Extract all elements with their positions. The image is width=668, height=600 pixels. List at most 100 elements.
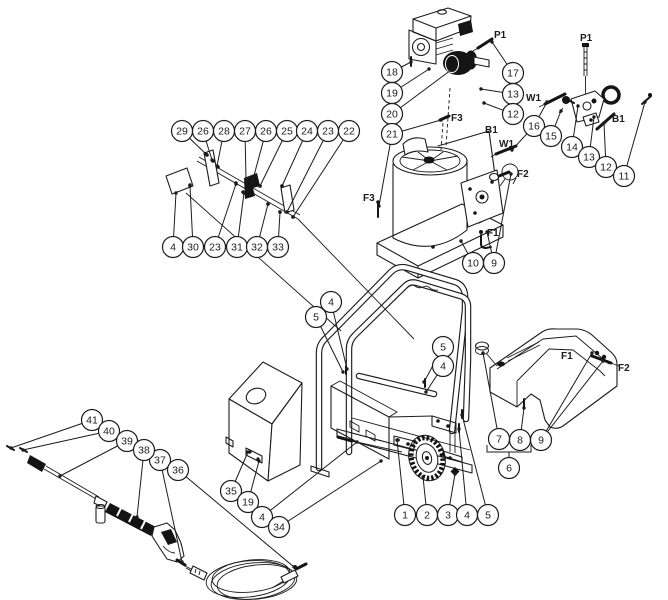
fastener-label: F3 — [451, 113, 463, 124]
callout-circle — [337, 119, 361, 143]
leader-line — [391, 69, 452, 115]
fuel-cap-icon — [436, 9, 448, 15]
leader-line — [540, 352, 593, 441]
callout-number: 28 — [218, 126, 230, 138]
callout-19: 19 — [380, 81, 404, 105]
callout-number: 4 — [464, 510, 470, 522]
callout-20: 20 — [380, 102, 404, 126]
cap-nut — [450, 467, 460, 476]
fastener-dot — [345, 367, 349, 371]
callout-number: 13 — [507, 89, 519, 101]
high-pressure-hose — [184, 559, 308, 600]
fastener-label: W1 — [526, 93, 541, 104]
axle-bolt — [336, 435, 354, 443]
trigger — [162, 545, 176, 554]
fastener-dot — [135, 515, 139, 519]
callout-number: 23 — [322, 126, 334, 138]
callout-circle — [539, 124, 563, 148]
callout-circle — [203, 235, 227, 259]
fastener-dot — [215, 164, 219, 168]
callout-number: 27 — [239, 126, 251, 138]
tank-fitting — [590, 354, 613, 365]
callout-circle — [522, 114, 546, 138]
callout-number: 16 — [528, 121, 540, 133]
callout-12: 12 — [501, 102, 525, 126]
fastener-dot — [291, 215, 295, 219]
callout-circle — [431, 354, 455, 378]
hose-loop — [601, 85, 621, 105]
callout-number: 30 — [187, 242, 199, 254]
callout-1: 1 — [393, 503, 417, 527]
callout-3: 3 — [436, 503, 460, 527]
callout-number: 37 — [154, 455, 166, 467]
callout-number: 38 — [138, 445, 150, 457]
fastener-dot — [522, 406, 526, 410]
fastener-dot — [449, 68, 453, 72]
fastener-dot — [601, 359, 605, 363]
bolt-11 — [641, 95, 652, 105]
fastener-dot — [424, 390, 428, 394]
leader-line — [482, 352, 500, 440]
callout-circle — [612, 164, 636, 188]
callout-6: 6 — [497, 456, 521, 480]
callout-32: 32 — [245, 235, 269, 259]
callout-10: 10 — [461, 251, 485, 275]
hose-fitting — [294, 562, 308, 571]
callout-4: 4 — [319, 290, 343, 314]
callout-7: 7 — [487, 427, 511, 451]
callout-circle — [304, 305, 328, 329]
callout-23: 23 — [203, 235, 227, 259]
callout-number: 2 — [424, 510, 430, 522]
callout-number: 14 — [566, 142, 578, 154]
fastener-dot — [379, 459, 383, 463]
callout-number: 29 — [176, 126, 188, 138]
callout-25: 25 — [275, 119, 299, 143]
callout-number: 41 — [86, 415, 98, 427]
fastener-dot — [285, 210, 289, 214]
callout-13: 13 — [501, 82, 525, 106]
base-rails — [336, 428, 473, 474]
fastener-dot — [188, 184, 192, 188]
callout-circle — [115, 429, 139, 453]
right-bracket — [431, 415, 457, 434]
fastener-dot — [280, 184, 284, 188]
callout-number: 9 — [538, 435, 544, 447]
callout-circle — [236, 490, 260, 514]
fastener-dot — [481, 351, 485, 355]
leader-line — [278, 460, 382, 528]
callout-circle — [97, 419, 121, 443]
fastener-dot — [250, 181, 254, 185]
leader-line — [261, 441, 358, 518]
callout-number: 12 — [507, 109, 519, 121]
callout-9: 9 — [529, 428, 553, 452]
callout-number: 39 — [121, 436, 133, 448]
fastener-dot — [460, 413, 464, 417]
callout-11: 11 — [612, 164, 636, 188]
callout-41: 41 — [80, 408, 104, 432]
callout-17: 17 — [501, 61, 525, 85]
handle-grip — [406, 284, 439, 291]
bracket-plate — [165, 167, 194, 195]
callout-circle — [501, 102, 525, 126]
callout-4: 4 — [161, 235, 185, 259]
tank-cap — [474, 341, 490, 351]
fastener-dot — [234, 182, 238, 186]
callout-number: 3 — [445, 510, 451, 522]
callout-8: 8 — [508, 428, 532, 452]
fastener-label: P1 — [580, 33, 593, 44]
callout-number: 20 — [386, 109, 398, 121]
fastener-dot — [58, 474, 62, 478]
belt-guard-cover — [225, 361, 303, 482]
fastener-dot — [459, 239, 463, 243]
callout-circle — [497, 456, 521, 480]
left-bracket-panel — [330, 385, 390, 460]
callout-4: 4 — [250, 505, 274, 529]
leader-line — [493, 173, 512, 264]
fastener-dot — [355, 440, 359, 444]
pump-shaft — [473, 56, 490, 68]
callout-38: 38 — [132, 438, 156, 462]
fastener-dot — [510, 148, 514, 152]
fastener-dot — [242, 191, 246, 195]
fastener-dot — [292, 565, 296, 569]
